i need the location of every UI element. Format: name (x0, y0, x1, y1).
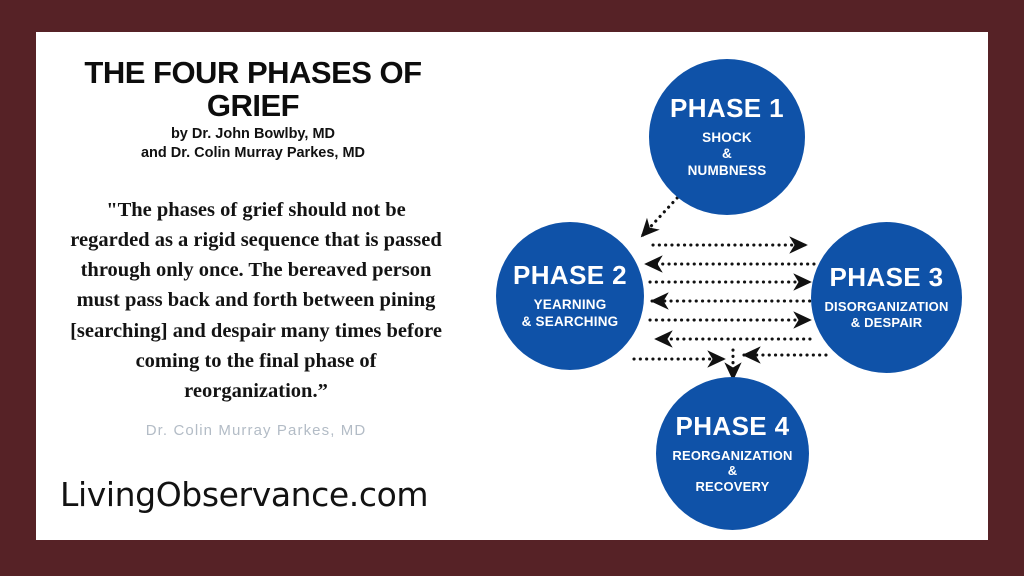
text-column: THE FOUR PHASES OF GRIEF by Dr. John Bow… (36, 32, 466, 540)
phase-2-subtitle: YEARNING & SEARCHING (521, 297, 619, 329)
phase-2-heading: PHASE 2 (512, 260, 628, 291)
slide-canvas: THE FOUR PHASES OF GRIEF by Dr. John Bow… (36, 32, 988, 540)
phase-4-subtitle: REORGANIZATION & RECOVERY (672, 447, 793, 494)
phase-4-circle[interactable]: PHASE 4 REORGANIZATION & RECOVERY (656, 377, 809, 530)
phase-4-heading: PHASE 4 (675, 410, 790, 441)
phase-3-circle[interactable]: PHASE 3 DISORGANIZATION & DESPAIR (811, 222, 962, 373)
quote-text: "The phases of grief should not be regar… (70, 199, 442, 402)
phase-2-circle[interactable]: PHASE 2 YEARNING & SEARCHING (496, 222, 644, 370)
phases-diagram: PHASE 1 SHOCK & NUMBNESS PHASE 2 YEARNIN… (466, 32, 988, 540)
page-title: THE FOUR PHASES OF GRIEF (84, 55, 422, 124)
phase-3-subtitle: DISORGANIZATION & DESPAIR (824, 299, 949, 330)
phase-1-circle[interactable]: PHASE 1 SHOCK & NUMBNESS (649, 59, 805, 215)
website-url[interactable]: LivingObservance.com (60, 475, 429, 514)
quote-attribution: Dr. Colin Murray Parkes, MD (145, 422, 367, 439)
byline: by Dr. John Bowlby, MD and Dr. Colin Mur… (140, 126, 365, 161)
phase-1-subtitle: SHOCK & NUMBNESS (687, 130, 767, 178)
phase-3-heading: PHASE 3 (829, 262, 944, 293)
phase-1-heading: PHASE 1 (669, 93, 785, 124)
